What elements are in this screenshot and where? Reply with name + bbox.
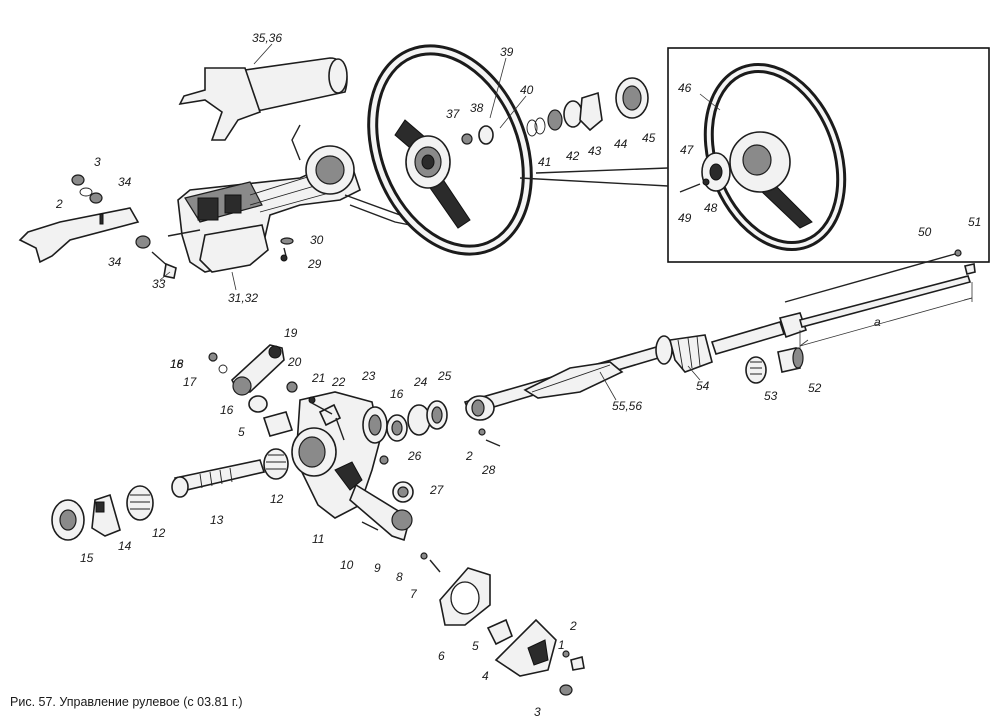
- label-8: 8: [396, 570, 403, 584]
- label-37: 37: [446, 107, 461, 121]
- label-16: 16: [390, 387, 404, 401]
- label-39: 39: [500, 45, 514, 59]
- label-34: 34: [118, 175, 132, 189]
- label-10: 10: [340, 558, 354, 572]
- label-7: 7: [410, 587, 418, 601]
- label-23: 23: [361, 369, 376, 383]
- label-20: 20: [287, 355, 302, 369]
- label-14: 14: [118, 539, 132, 553]
- label-54: 54: [696, 379, 710, 393]
- label-53: 53: [764, 389, 778, 403]
- label-9: 9: [374, 561, 381, 575]
- label-22: 22: [331, 375, 346, 389]
- dimension-a: [799, 282, 973, 350]
- figure-caption: Рис. 57. Управление рулевое (с 03.81 г.): [10, 695, 243, 709]
- part-29-head: [280, 254, 288, 262]
- lower-covers: [439, 567, 585, 696]
- part-29: [283, 247, 287, 257]
- label-12: 12: [270, 492, 284, 506]
- label-45: 45: [642, 131, 656, 145]
- steering-arm: [208, 344, 333, 437]
- inset-wheel-variant: [519, 47, 990, 263]
- part-27-core: [397, 486, 409, 498]
- label-19: 19: [284, 326, 298, 340]
- label-42: 42: [566, 149, 580, 163]
- label-13: 13: [210, 513, 224, 527]
- worm-shaft: [171, 448, 289, 498]
- gear-end-parts: [51, 485, 154, 541]
- bolt-28: [485, 439, 501, 447]
- label-3: 3: [534, 705, 541, 719]
- label-24: 24: [413, 375, 428, 389]
- label-38: 38: [470, 101, 484, 115]
- horn-button-parts: [461, 77, 649, 145]
- label-28: 28: [481, 463, 496, 477]
- bushing-53-threads: [750, 361, 762, 375]
- label-33: 33: [152, 277, 166, 291]
- part-30: [280, 237, 294, 245]
- steering-shaft: [463, 249, 976, 421]
- label-27: 27: [429, 483, 445, 497]
- label-15: 15: [80, 551, 94, 565]
- bushing-53: [745, 356, 767, 384]
- label-34: 34: [108, 255, 122, 269]
- column-shroud-upper: [178, 57, 348, 141]
- label-31-32: 31,32: [228, 291, 258, 305]
- washer-2-right: [478, 428, 486, 436]
- label-18: 18: [170, 357, 184, 371]
- label-29: 29: [307, 257, 322, 271]
- label-5: 5: [472, 639, 479, 653]
- label-11: 11: [312, 532, 324, 546]
- label-16: 16: [220, 403, 234, 417]
- label-35-36: 35,36: [252, 31, 282, 45]
- label-21: 21: [311, 371, 325, 385]
- label-2: 2: [465, 449, 473, 463]
- column-bracket-assembly: [167, 124, 413, 273]
- label-48: 48: [704, 201, 718, 215]
- label-47: 47: [680, 143, 695, 157]
- label-16: 16: [170, 357, 184, 371]
- label-50: 50: [918, 225, 932, 239]
- label-55-56: 55,56: [612, 399, 642, 413]
- label-49: 49: [678, 211, 692, 225]
- label-44: 44: [614, 137, 628, 151]
- label-26: 26: [407, 449, 422, 463]
- label-3: 3: [94, 155, 101, 169]
- label-51: 51: [968, 215, 981, 229]
- bushing-52-end: [792, 347, 804, 369]
- label-2: 2: [55, 197, 63, 211]
- mounting-bracket-left: [18, 174, 177, 279]
- label-17: 17: [183, 375, 198, 389]
- label-46: 46: [678, 81, 692, 95]
- label-6: 6: [438, 649, 445, 663]
- bearing-rings-right: [386, 400, 448, 442]
- label-43: 43: [588, 144, 602, 158]
- label-40: 40: [520, 83, 534, 97]
- label-1: 1: [558, 638, 565, 652]
- leader-lines: [159, 43, 721, 401]
- label-30: 30: [310, 233, 324, 247]
- callout-labels: 1 2 2 2 3 3 4 5 5 6 7 8 9 10 11 12 12 13…: [55, 31, 981, 719]
- label-52: 52: [808, 381, 822, 395]
- steering-wheel-main: [367, 44, 533, 256]
- label-5: 5: [238, 425, 245, 439]
- label-12: 12: [152, 526, 166, 540]
- dimension-label: a: [874, 315, 881, 329]
- label-41: 41: [538, 155, 551, 169]
- label-25: 25: [437, 369, 452, 383]
- label-2: 2: [569, 619, 577, 633]
- part-26: [379, 455, 389, 465]
- label-4: 4: [482, 669, 489, 683]
- pitman-shaft: [349, 483, 441, 573]
